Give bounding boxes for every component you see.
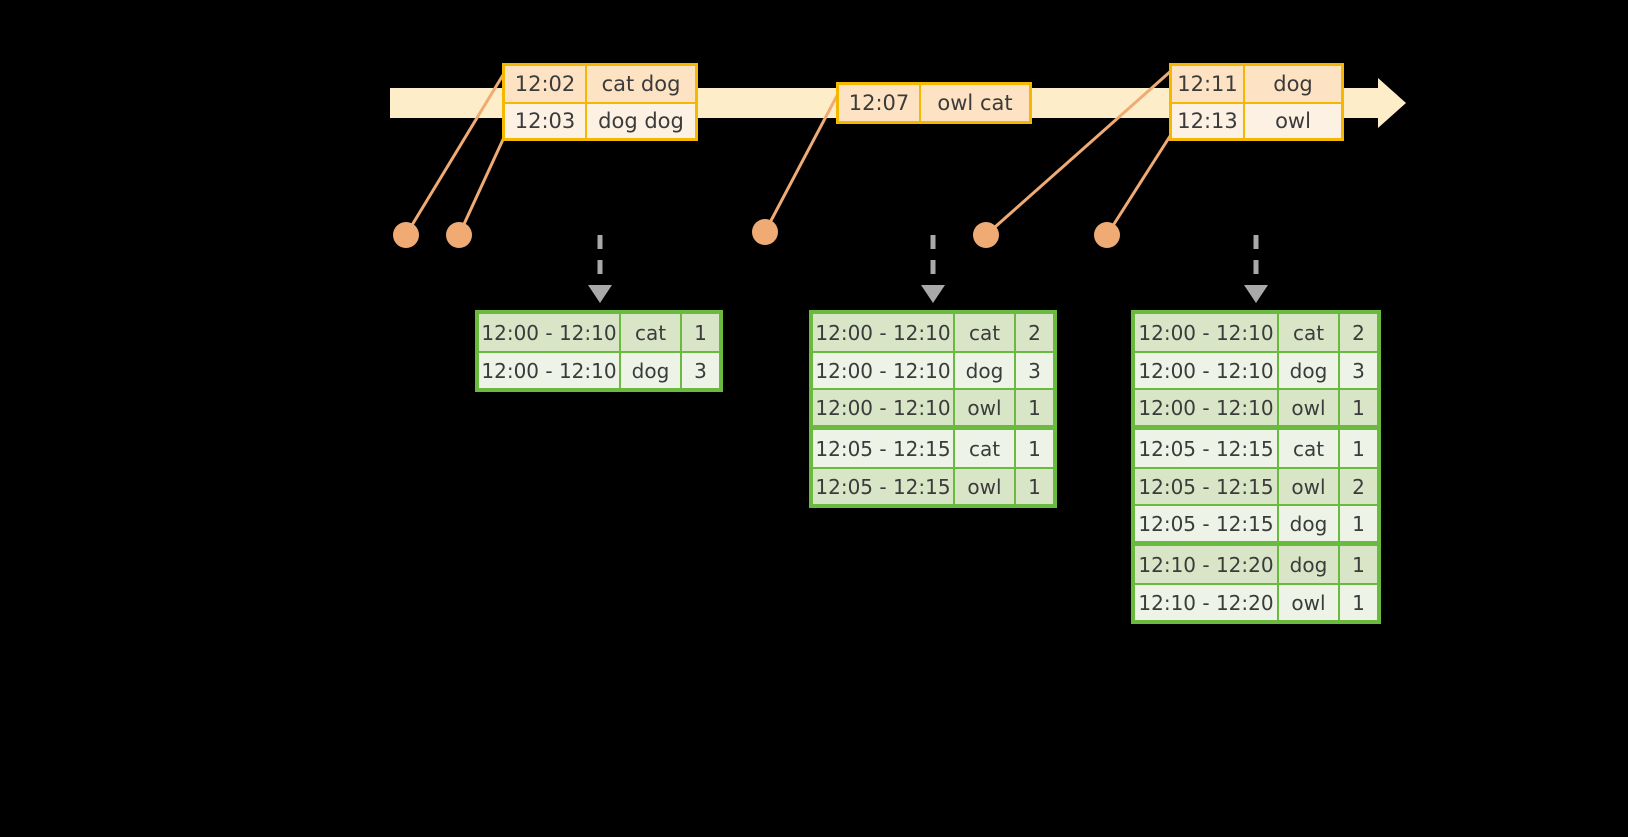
event-time: 12:11	[1172, 66, 1245, 102]
word-cell: dog	[953, 353, 1014, 388]
arrow-head-icon	[588, 285, 612, 303]
count-cell: 1	[1338, 390, 1377, 425]
window-cell: 12:00 - 12:10	[813, 390, 953, 425]
event-dot-2	[446, 222, 472, 248]
word-cell: owl	[953, 469, 1014, 504]
event-time: 12:07	[839, 85, 921, 121]
window-cell: 12:05 - 12:15	[813, 430, 953, 467]
connector-line-5	[1105, 132, 1174, 236]
window-cell: 12:10 - 12:20	[1135, 585, 1277, 620]
emit-arrow-1	[588, 235, 612, 303]
emit-arrow-2	[921, 235, 945, 303]
word-cell: owl	[1277, 585, 1338, 620]
event-value: dog	[1273, 72, 1313, 96]
emit-arrow-3	[1244, 235, 1268, 303]
window-cell: 12:00 - 12:10	[479, 353, 619, 388]
event-value: owl	[1275, 109, 1311, 133]
count-cell: 1	[1338, 506, 1377, 541]
event-value: cat dog	[601, 72, 681, 96]
count-cell: 2	[1338, 469, 1377, 504]
event-time: 12:03	[505, 104, 587, 138]
word-cell: cat	[1277, 314, 1338, 351]
event-time: 12:13	[1172, 104, 1245, 138]
event-row: 12:02 cat dog	[505, 66, 695, 102]
arrow-head-icon	[921, 285, 945, 303]
event-row: 12:11 dog	[1172, 66, 1341, 102]
word-cell: cat	[1277, 430, 1338, 467]
count-cell: 2	[1338, 314, 1377, 351]
count-cell: 1	[680, 314, 719, 351]
event-group-3: 12:11 dog 12:13 owl	[1169, 63, 1344, 141]
arrow-head-icon	[1244, 285, 1268, 303]
count-cell: 3	[680, 353, 719, 388]
window-cell: 12:10 - 12:20	[1135, 546, 1277, 583]
count-cell: 1	[1338, 585, 1377, 620]
event-dot-3	[752, 219, 778, 245]
word-cell: dog	[1277, 506, 1338, 541]
word-cell: cat	[953, 314, 1014, 351]
event-value: dog dog	[598, 109, 684, 133]
emit-arrows	[588, 235, 1268, 303]
window-cell: 12:00 - 12:10	[479, 314, 619, 351]
word-cell: dog	[1277, 353, 1338, 388]
event-row: 12:13 owl	[1172, 102, 1341, 138]
window-cell: 12:05 - 12:15	[1135, 469, 1277, 504]
event-dot-1	[393, 222, 419, 248]
window-cell: 12:05 - 12:15	[1135, 430, 1277, 467]
timeline-arrow-head-icon	[1378, 78, 1406, 128]
count-cell: 1	[1014, 430, 1053, 467]
window-cell: 12:05 - 12:15	[1135, 506, 1277, 541]
window-cell: 12:00 - 12:10	[813, 314, 953, 351]
window-cell: 12:00 - 12:10	[1135, 390, 1277, 425]
count-cell: 3	[1014, 353, 1053, 388]
event-group-2: 12:07 owl cat	[836, 82, 1032, 124]
event-row: 12:07 owl cat	[839, 85, 1029, 121]
window-cell: 12:00 - 12:10	[1135, 314, 1277, 351]
window-cell: 12:00 - 12:10	[1135, 353, 1277, 388]
count-cell: 1	[1014, 469, 1053, 504]
event-row: 12:03 dog dog	[505, 102, 695, 138]
window-cell: 12:05 - 12:15	[813, 469, 953, 504]
word-cell: dog	[619, 353, 680, 388]
count-cell: 1	[1014, 390, 1053, 425]
connector-line-2	[457, 132, 508, 236]
event-group-1: 12:02 cat dog 12:03 dog dog	[502, 63, 698, 141]
count-cell: 1	[1338, 430, 1377, 467]
word-cell: cat	[953, 430, 1014, 467]
word-cell: dog	[1277, 546, 1338, 583]
event-value: owl cat	[937, 91, 1013, 115]
count-cell: 1	[1338, 546, 1377, 583]
event-dot-4	[973, 222, 999, 248]
count-cell: 2	[1014, 314, 1053, 351]
word-cell: cat	[619, 314, 680, 351]
window-cell: 12:00 - 12:10	[813, 353, 953, 388]
count-cell: 3	[1338, 353, 1377, 388]
word-cell: owl	[953, 390, 1014, 425]
word-cell: owl	[1277, 390, 1338, 425]
event-dots	[393, 219, 1120, 248]
word-cell: owl	[1277, 469, 1338, 504]
event-time: 12:02	[505, 66, 587, 102]
event-dot-5	[1094, 222, 1120, 248]
